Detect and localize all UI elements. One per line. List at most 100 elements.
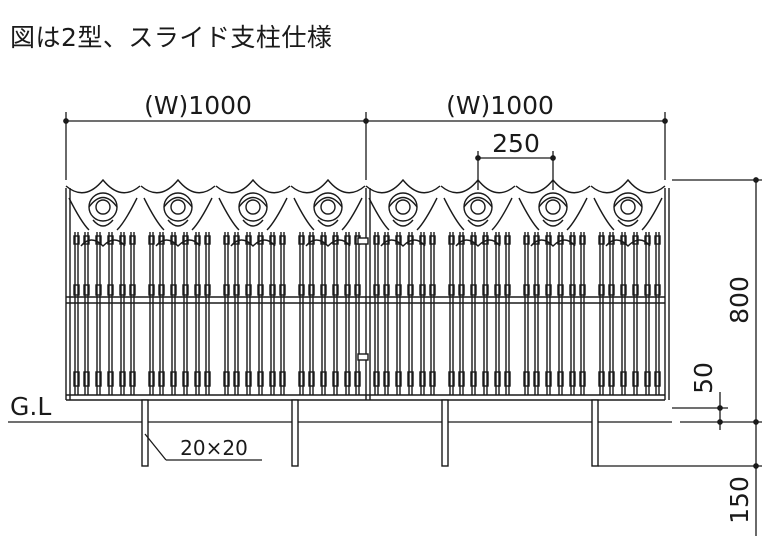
picket-knuckle — [504, 371, 511, 387]
picket-knuckle — [73, 284, 80, 296]
picket-knuckle — [598, 371, 605, 387]
picket-arch — [155, 239, 201, 247]
picket-arch — [80, 239, 126, 247]
picket-knuckle — [148, 235, 155, 245]
picket-knuckle — [223, 371, 230, 387]
swirl-right — [341, 197, 363, 231]
embed-label: 150 — [725, 476, 754, 524]
picket-knuckle — [73, 235, 80, 245]
picket-knuckle — [308, 284, 315, 296]
picket-knuckle — [494, 371, 501, 387]
swirl-right — [416, 197, 438, 231]
picket-knuckle — [533, 284, 540, 296]
post-2 — [291, 399, 299, 467]
picket-knuckle — [429, 235, 436, 245]
picket-knuckle — [83, 284, 90, 296]
picket-arch — [455, 239, 501, 247]
picket-knuckle — [407, 371, 414, 387]
scallop — [290, 178, 366, 194]
scallop — [140, 178, 216, 194]
picket-knuckle — [579, 371, 586, 387]
flower-petal — [88, 196, 118, 208]
picket-knuckle — [320, 371, 327, 387]
swirl-left — [518, 197, 540, 231]
picket-knuckle — [95, 235, 102, 245]
ground-label: G.L — [10, 392, 51, 421]
picket-knuckle — [504, 284, 511, 296]
picket-knuckle — [644, 284, 651, 296]
picket-knuckle — [620, 284, 627, 296]
flower-base — [542, 219, 564, 227]
picket-knuckle — [579, 284, 586, 296]
swirl-left — [143, 197, 165, 231]
picket-knuckle — [373, 235, 380, 245]
picket-knuckle — [598, 235, 605, 245]
picket-knuckle — [354, 284, 361, 296]
swirl-right — [266, 197, 288, 231]
flower-inner — [170, 199, 186, 215]
picket-knuckle — [257, 284, 264, 296]
picket-knuckle — [129, 284, 136, 296]
picket-knuckle — [419, 371, 426, 387]
picket-knuckle — [545, 284, 552, 296]
picket-knuckle — [523, 284, 530, 296]
flower-inner — [545, 199, 561, 215]
picket-knuckle — [458, 371, 465, 387]
width-right-label: (W)1000 — [446, 91, 554, 120]
picket-knuckle — [395, 284, 402, 296]
picket-knuckle — [83, 371, 90, 387]
post-size-label: 20×20 — [180, 436, 248, 460]
picket-knuckle — [279, 284, 286, 296]
picket-knuckle — [383, 371, 390, 387]
width-dimension-lines — [63, 112, 668, 180]
picket-knuckle — [608, 284, 615, 296]
picket-knuckle — [170, 235, 177, 245]
flower-base — [317, 219, 339, 227]
picket-knuckle — [95, 284, 102, 296]
post-1 — [141, 399, 149, 467]
picket-knuckle — [395, 371, 402, 387]
picket-knuckle — [245, 284, 252, 296]
picket-knuckle — [233, 284, 240, 296]
picket-knuckle — [148, 284, 155, 296]
picket-knuckle — [383, 284, 390, 296]
picket-knuckle — [223, 284, 230, 296]
picket-knuckle — [194, 284, 201, 296]
picket-knuckle — [223, 235, 230, 245]
picket-knuckle — [448, 371, 455, 387]
picket-knuckle — [448, 284, 455, 296]
picket-knuckle — [119, 284, 126, 296]
picket-knuckle — [620, 235, 627, 245]
diagram-title: 図は2型、スライド支柱仕様 — [10, 23, 333, 52]
picket-knuckle — [470, 284, 477, 296]
picket-knuckle — [158, 284, 165, 296]
picket-knuckle — [470, 235, 477, 245]
flower-base — [392, 219, 414, 227]
flower-inner — [320, 199, 336, 215]
picket-knuckle — [557, 284, 564, 296]
picket-knuckle — [107, 284, 114, 296]
picket-knuckle — [523, 371, 530, 387]
picket-arch — [305, 239, 351, 247]
picket-knuckle — [579, 235, 586, 245]
picket-knuckle — [119, 371, 126, 387]
picket-knuckle — [73, 371, 80, 387]
flower-inner — [245, 199, 261, 215]
picket-knuckle — [632, 371, 639, 387]
fence-panels — [65, 178, 670, 401]
picket-knuckle — [298, 371, 305, 387]
picket-knuckle — [545, 235, 552, 245]
swirl-left — [443, 197, 465, 231]
picket-knuckle — [407, 284, 414, 296]
picket-knuckle — [429, 371, 436, 387]
picket-knuckle — [170, 371, 177, 387]
picket-knuckle — [395, 235, 402, 245]
picket-knuckle — [545, 371, 552, 387]
picket-knuckle — [654, 371, 661, 387]
picket-knuckle — [269, 371, 276, 387]
picket-knuckle — [644, 371, 651, 387]
flower-petal — [613, 196, 643, 208]
bracket-bottom — [357, 353, 369, 361]
picket-knuckle — [344, 284, 351, 296]
